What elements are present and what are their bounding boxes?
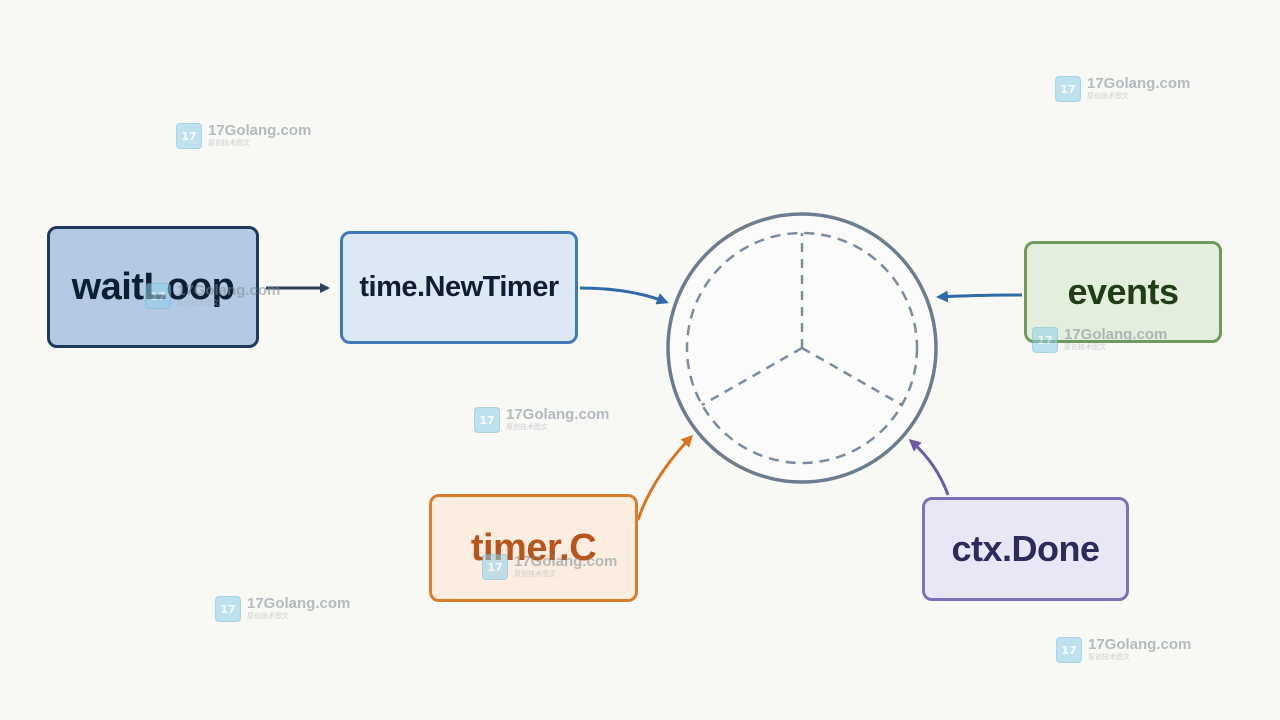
watermark-logo-icon: 17 <box>482 554 508 580</box>
watermark-logo-icon: 17 <box>1055 76 1081 102</box>
arrow-ctxdone-to-hub <box>908 439 950 496</box>
arrow-timerc-to-hub <box>636 434 694 521</box>
watermark-subtitle: 原创技术图文 <box>177 299 219 307</box>
node-events: events <box>1024 241 1222 343</box>
watermark-title: 17Golang.com <box>1087 75 1191 92</box>
watermark-logo-icon: 17 <box>215 596 241 622</box>
select-hub <box>666 212 938 484</box>
node-waitloop: waitLoop <box>47 226 259 348</box>
node-events-label: events <box>1067 271 1179 312</box>
node-time-newtimer: time.NewTimer <box>340 231 578 344</box>
watermark-title: 17Golang.com <box>514 553 618 570</box>
watermark-subtitle: 原创技术图文 <box>208 139 250 147</box>
watermark-logo-icon: 17 <box>1032 327 1058 353</box>
node-ctx-done: ctx.Done <box>922 497 1129 601</box>
watermark-logo-icon: 17 <box>176 123 202 149</box>
watermark-subtitle: 原创技术图文 <box>247 612 289 620</box>
hub-spoke-left <box>701 346 803 407</box>
watermark-logo-icon: 17 <box>145 283 171 309</box>
watermark-logo-icon: 17 <box>474 407 500 433</box>
hub-spoke-right <box>801 346 903 407</box>
watermark-logo-icon: 17 <box>1056 637 1082 663</box>
hub-inner-dashed-circle <box>685 231 919 465</box>
watermark-title: 17Golang.com <box>1088 636 1192 653</box>
watermark-subtitle: 原创技术图文 <box>1087 92 1129 100</box>
watermark-title: 17Golang.com <box>247 595 351 612</box>
watermark-subtitle: 原创技术图文 <box>1064 343 1106 351</box>
arrow-events-to-hub <box>936 290 1023 303</box>
watermark-title: 17Golang.com <box>208 122 312 139</box>
watermark-subtitle: 原创技术图文 <box>514 570 556 578</box>
node-time-newtimer-label: time.NewTimer <box>359 271 559 303</box>
node-ctx-done-label: ctx.Done <box>951 528 1100 569</box>
watermark-title: 17Golang.com <box>177 282 281 299</box>
node-timer-c: timer.C <box>429 494 638 602</box>
arrow-newtimer-to-hub <box>579 286 669 305</box>
watermark-title: 17Golang.com <box>1064 326 1168 343</box>
watermark-subtitle: 原创技术图文 <box>506 423 548 431</box>
watermark-title: 17Golang.com <box>506 406 610 423</box>
watermark-subtitle: 原创技术图文 <box>1088 653 1130 661</box>
